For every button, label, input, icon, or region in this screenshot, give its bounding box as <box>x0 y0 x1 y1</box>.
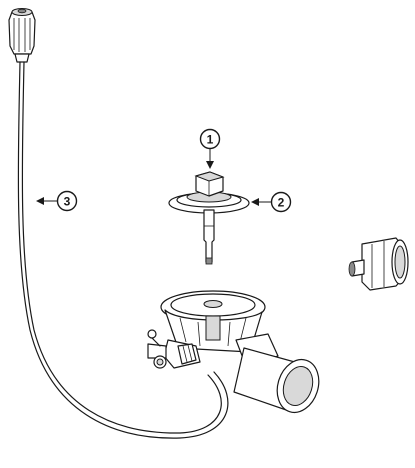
callout-3-label: 3 <box>64 195 71 209</box>
tube-cap <box>8 8 36 63</box>
cylinder-fitting-part <box>348 237 409 291</box>
callout-1: 1 <box>199 128 221 169</box>
callout-1-label: 1 <box>207 133 214 147</box>
pressure-switch-part <box>168 171 250 265</box>
burner-valve-assembly <box>147 290 320 414</box>
callout-2-label: 2 <box>278 196 285 210</box>
sensor-tube-part <box>8 8 229 439</box>
callout-2: 2 <box>251 191 292 213</box>
callout-3: 3 <box>36 190 78 212</box>
